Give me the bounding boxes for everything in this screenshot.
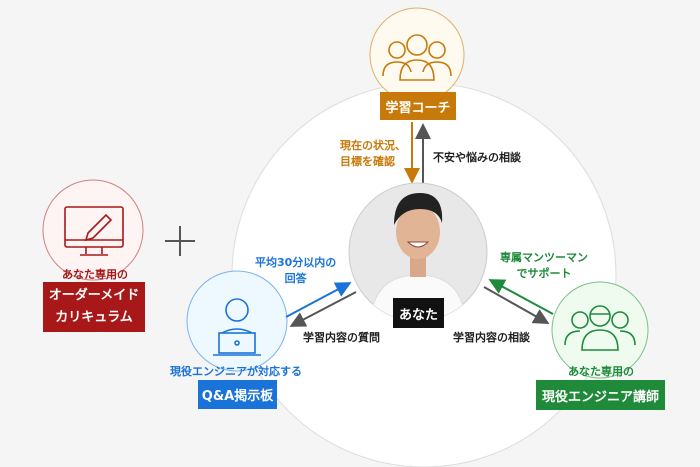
engineer-to-you-arrow	[488, 279, 554, 315]
you-label: あなた	[393, 298, 444, 328]
coach-label: 学習コーチ	[380, 92, 456, 120]
coach-to-you-text: 現在の状況、目標を確認	[340, 139, 406, 168]
you-to-qa-text: 学習内容の質問	[303, 331, 380, 344]
plus-icon	[165, 226, 195, 256]
you-to-coach-text: 不安や悩みの相談	[433, 151, 521, 164]
qa-to-you-text: 平均30分以内の回答	[255, 256, 337, 285]
engineer-caption: あなた専用の	[568, 365, 634, 378]
monitor-pencil-icon	[42, 179, 144, 281]
engineer-laptop-icon	[186, 270, 288, 372]
qa-caption: 現役エンジニアが対応する	[170, 365, 302, 378]
engineer-label: 現役エンジニア講師	[536, 380, 665, 410]
engineers-icon	[551, 281, 649, 379]
you-to-engineer-text: 学習内容の相談	[453, 331, 530, 344]
qa-to-you-arrow	[285, 282, 352, 318]
qa-label: Q&A掲示板	[198, 380, 277, 409]
coach-icon	[369, 7, 465, 103]
engineer-to-you-text: 専属マンツーマンでサポート	[500, 251, 588, 280]
curriculum-caption: あなた専用の	[62, 268, 128, 281]
you-to-qa-arrow	[289, 291, 357, 327]
curriculum-label: オーダーメイドカリキュラム	[43, 282, 145, 332]
